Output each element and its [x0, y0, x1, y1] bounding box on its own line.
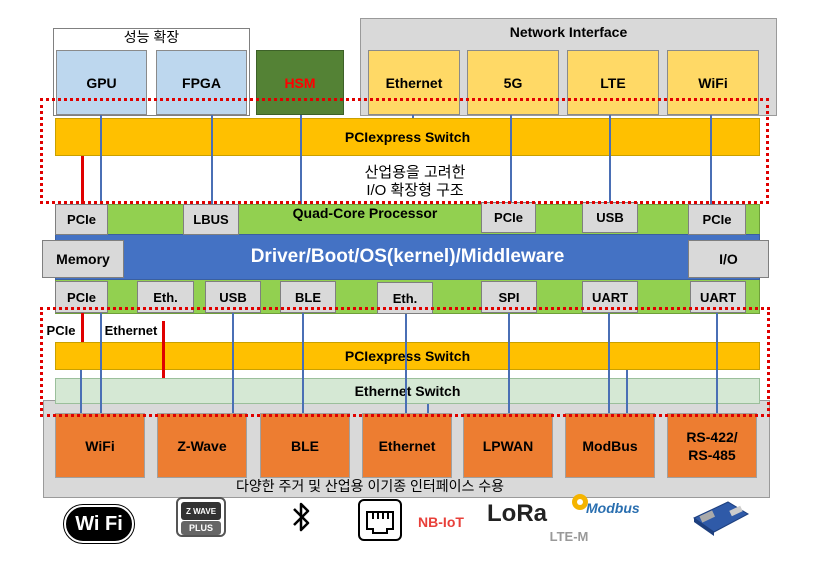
lte-link: [609, 115, 611, 202]
zwave-io-module: Z-Wave: [157, 413, 247, 478]
top-port-pcie-1: PCIe: [55, 204, 108, 235]
top-port-pcie-3: PCIe: [688, 204, 746, 235]
wifi-logo: Wi Fi: [63, 504, 135, 544]
serial-adapter-icon: [693, 501, 750, 536]
network-group-label: Network Interface: [509, 24, 628, 40]
bottom-note: 다양한 주거 및 산업용 이기종 인터페이스 수용: [235, 478, 505, 494]
ble-io-link: [302, 313, 304, 413]
5g-link: [510, 115, 512, 202]
nbiot-logo: NB-IoT: [418, 514, 464, 530]
5g-module: 5G: [467, 50, 559, 115]
pcie-side-label: PCIe: [46, 322, 76, 338]
fpga-module: FPGA: [156, 50, 247, 115]
io-block: I/O: [688, 240, 769, 278]
modbus-io-link: [608, 313, 610, 413]
middleware-layer: Driver/Boot/OS(kernel)/Middleware: [55, 234, 760, 280]
performance-group-label: 성능 확장: [123, 29, 180, 45]
zwave-plus-logo: Z WAVE PLUS: [176, 497, 226, 537]
lte-module: LTE: [567, 50, 659, 115]
ethernet-io-link-2: [427, 404, 429, 413]
wifi-io-link: [100, 313, 102, 413]
lpwan-io-link: [508, 313, 510, 413]
hsm-link: [300, 115, 302, 204]
wifi-logo-text: Wi Fi: [75, 512, 123, 535]
ethernet-side-label: Ethernet: [104, 322, 158, 338]
modbus-logo-text: Modbus: [586, 500, 640, 516]
ltem-logo: LTE-M: [549, 528, 589, 544]
top-port-usb: USB: [582, 202, 638, 233]
lora-logo: LoRa: [487, 500, 547, 527]
pcie-switch-top: PCIexpress Switch: [55, 118, 760, 156]
ethernet-io-link: [405, 314, 407, 413]
gpu-module: GPU: [56, 50, 147, 115]
rs422-io-module: RS-422/ RS-485: [667, 413, 757, 478]
top-port-lbus: LBUS: [183, 204, 239, 235]
wifi-io-link-2: [80, 370, 82, 413]
modbus-logo: Modbus: [568, 492, 658, 522]
ble-io-module: BLE: [260, 413, 350, 478]
ethernet-port-icon: [358, 499, 402, 541]
gpu-link: [100, 115, 102, 204]
modbus-io-link-2: [626, 370, 628, 413]
wifi-io-module: WiFi: [55, 413, 145, 478]
industrial-note-line1: 산업용을 고려한: [364, 163, 466, 181]
processor-title: Quad-Core Processor: [292, 205, 438, 221]
wifi-link: [710, 115, 712, 204]
ethernet-link: [412, 115, 414, 118]
pcie-switch-bottom: PCIexpress Switch: [55, 342, 760, 370]
top-expansion-highlight: [40, 98, 769, 204]
hsm-module: HSM: [256, 50, 344, 115]
modbus-io-module: ModBus: [565, 413, 655, 478]
zwave-io-link: [232, 313, 234, 413]
ethernet-switch: Ethernet Switch: [55, 378, 760, 404]
pcie-red-link-top: [81, 156, 84, 204]
ethernet-io-module: Ethernet: [362, 413, 452, 478]
zwave-logo-top: Z WAVE: [185, 506, 217, 516]
fpga-link: [211, 115, 213, 204]
ethernet-module: Ethernet: [368, 50, 460, 115]
industrial-note-line2: I/O 확장형 구조: [366, 181, 464, 199]
pcie-red-link-bottom: [81, 313, 84, 342]
bottom-expansion-highlight: [40, 307, 770, 417]
wifi-module: WiFi: [667, 50, 759, 115]
bluetooth-icon: [293, 502, 310, 532]
zwave-logo-bottom: PLUS: [188, 523, 213, 533]
top-port-pcie-2: PCIe: [481, 202, 536, 233]
lpwan-io-module: LPWAN: [463, 413, 553, 478]
memory-block: Memory: [42, 240, 124, 278]
rs422-io-link: [716, 313, 718, 413]
ethernet-red-link: [162, 321, 165, 378]
